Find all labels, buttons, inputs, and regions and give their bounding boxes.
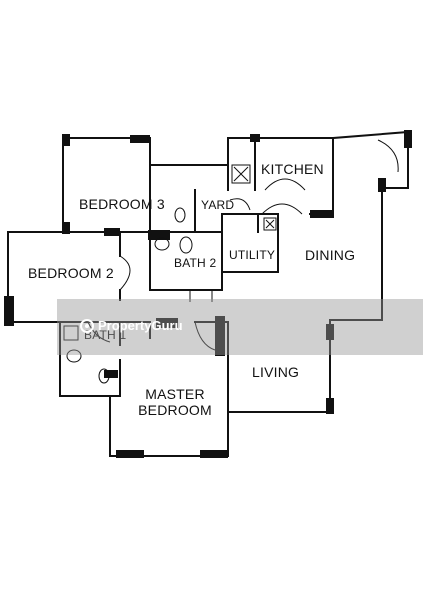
bath1-counter [63,325,79,341]
sink-kitchen [231,164,251,184]
column [104,228,120,236]
room-label-bedroom2: BEDROOM 2 [28,265,114,281]
column [250,134,260,142]
toilet-bath1 [98,368,110,384]
door-entrance [377,139,399,173]
wall-bedroom3 [62,137,229,233]
watermark-logo: PropertyGuru [80,318,183,333]
column [326,324,334,340]
wash-basin-bath2 [154,237,170,251]
door-yard [229,198,251,211]
wall-utility [221,213,279,273]
column [200,450,228,458]
wash-basin-bath1 [66,349,82,363]
column [378,178,386,192]
watermark-band [57,299,423,355]
toilet-bath2 [179,236,193,254]
sink-utility [263,217,277,231]
column [148,230,170,240]
door-utility [261,203,303,215]
master-line1: MASTER [145,386,205,402]
wall-kitchen [227,137,334,215]
column [130,135,150,143]
door-bedroom2 [119,255,131,291]
room-label-bath2: BATH 2 [174,256,217,270]
column [62,222,70,234]
door-master [194,321,216,351]
column [104,370,118,378]
room-label-dining: DINING [305,247,356,263]
door-bath1 [87,321,111,343]
toilet-yard [174,207,186,223]
column [156,318,178,328]
room-label-yard: YARD [201,198,235,212]
column [215,316,225,356]
room-label-kitchen: KITCHEN [261,161,324,177]
wall-bath2 [149,189,223,291]
column [404,130,412,148]
room-label-bedroom3: BEDROOM 3 [79,196,165,212]
room-label-living: LIVING [252,364,300,380]
watermark-brand: PropertyGuru [98,318,183,333]
room-label-utility: UTILITY [229,248,276,262]
master-line2: BEDROOM [138,402,212,418]
column [116,450,144,458]
propertyguru-icon [80,318,94,333]
column [326,398,334,414]
column [62,134,70,146]
column [310,210,334,218]
door-kitchen [264,178,306,191]
column [4,296,14,326]
room-label-master-bedroom: MASTER BEDROOM [135,386,215,418]
room-label-bath1: BATH 1 [84,328,127,342]
